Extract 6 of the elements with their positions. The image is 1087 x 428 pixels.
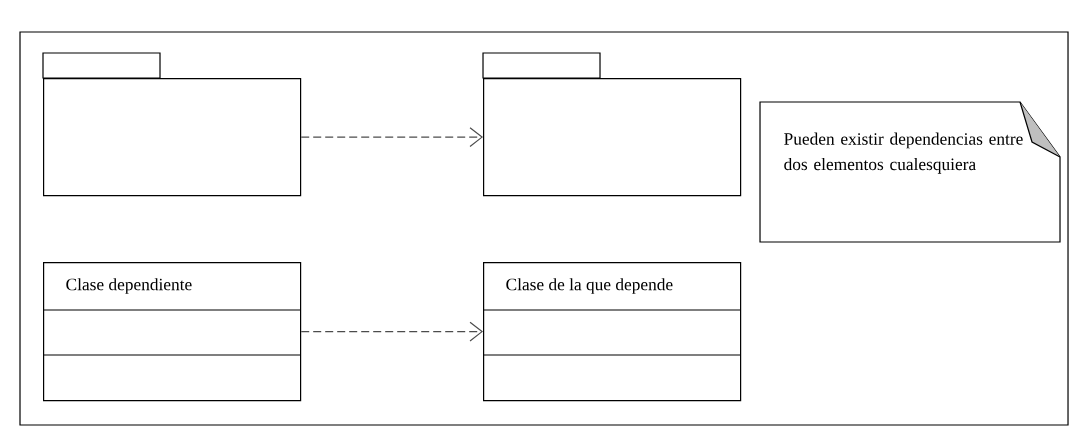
class-box: Clase dependiente	[42, 262, 302, 402]
dependency-arrow	[300, 321, 483, 342]
class-box: Clase de la que depende	[482, 262, 742, 402]
package-symbol	[42, 52, 302, 197]
package-symbol	[482, 52, 742, 197]
dependency-arrow	[300, 127, 483, 148]
